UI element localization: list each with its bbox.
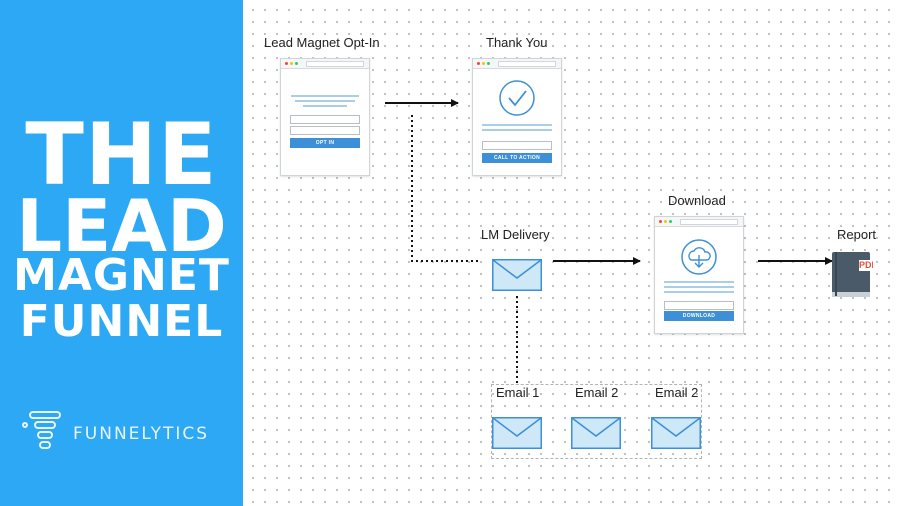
envelope-icon[interactable] xyxy=(651,417,701,449)
funnel-logo-icon xyxy=(22,411,61,449)
email-3-label: Email 2 xyxy=(655,385,699,400)
report-label: Report xyxy=(837,227,877,242)
envelope-icon[interactable] xyxy=(492,259,542,291)
checkmark-icon xyxy=(499,80,535,116)
title-line-2: LEAD xyxy=(16,184,227,268)
brand-name: FUNNELYTICS xyxy=(73,424,210,444)
download-page[interactable]: DOWNLOAD xyxy=(654,216,744,334)
envelope-icon[interactable] xyxy=(571,417,621,449)
optin-page[interactable]: OPT IN xyxy=(280,58,370,176)
title-line-3: MAGNET xyxy=(13,250,230,301)
title-panel: THE LEAD MAGNET FUNNEL FUNNELYTICS xyxy=(0,0,243,506)
optin-label: Lead Magnet Opt-In xyxy=(264,35,380,50)
thankyou-label: Thank You xyxy=(486,35,548,50)
cta-button: CALL TO ACTION xyxy=(482,153,552,163)
book-icon xyxy=(832,252,870,297)
optin-button: OPT IN xyxy=(290,138,360,148)
cloud-download-icon xyxy=(681,239,717,275)
report-node[interactable]: PDF xyxy=(831,250,873,300)
email-sequence-group[interactable] xyxy=(491,384,702,459)
title-line-4: FUNNEL xyxy=(19,296,224,347)
optin-field xyxy=(290,115,360,124)
thankyou-field xyxy=(482,141,552,150)
thankyou-page[interactable]: CALL TO ACTION xyxy=(472,58,562,176)
download-button: DOWNLOAD xyxy=(664,311,734,321)
title-line-1: THE xyxy=(25,105,218,205)
email-2-label: Email 2 xyxy=(575,385,619,400)
email-1-label: Email 1 xyxy=(496,385,540,400)
lm-delivery-label: LM Delivery xyxy=(481,227,550,242)
download-field xyxy=(664,301,734,310)
envelope-icon[interactable] xyxy=(492,417,542,449)
optin-field xyxy=(290,126,360,135)
pdf-badge: PDF xyxy=(859,260,873,271)
download-label: Download xyxy=(668,193,726,208)
brand-logo: FUNNELYTICS xyxy=(22,410,232,450)
